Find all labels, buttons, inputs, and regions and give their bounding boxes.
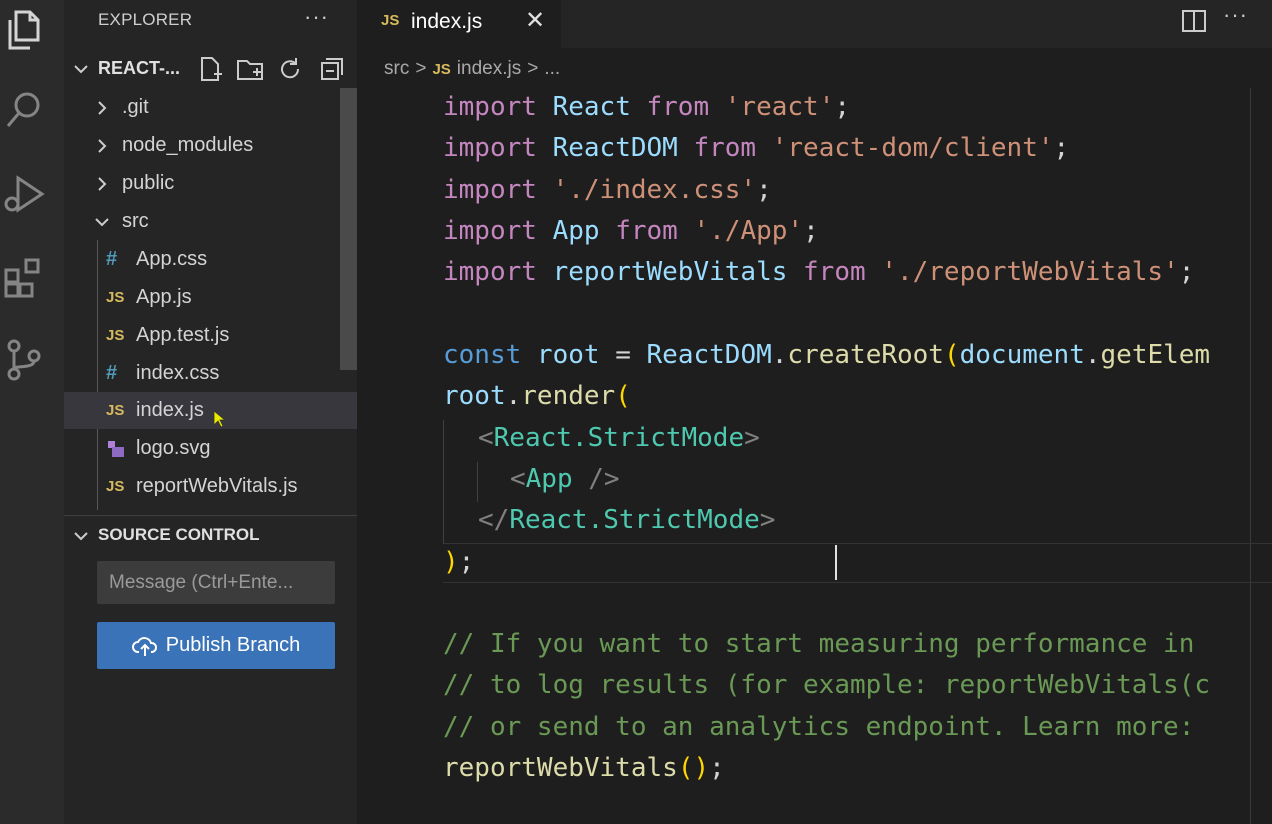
explorer-title: EXPLORER bbox=[98, 10, 193, 29]
tree-item-app-js[interactable]: JS App.js bbox=[64, 279, 340, 316]
js-file-icon: JS bbox=[106, 327, 125, 344]
tree-item-label: src bbox=[122, 210, 149, 232]
chevron-down-icon[interactable] bbox=[72, 60, 90, 78]
tree-item-label: index.js bbox=[136, 399, 204, 421]
tree-item-label: logo.svg bbox=[136, 437, 211, 459]
mouse-cursor-icon bbox=[213, 410, 224, 428]
code-line[interactable]: import './index.css'; bbox=[443, 175, 772, 205]
section-divider bbox=[64, 515, 357, 516]
js-file-icon: JS bbox=[432, 60, 451, 78]
tree-item-node-modules[interactable]: node_modules bbox=[64, 127, 340, 164]
sidebar-scrollbar[interactable] bbox=[340, 88, 357, 370]
refresh-icon[interactable] bbox=[276, 55, 304, 83]
tree-item-git[interactable]: .git bbox=[64, 89, 340, 126]
text-cursor bbox=[835, 545, 837, 580]
tree-item-logo-svg[interactable]: logo.svg bbox=[64, 430, 340, 467]
cloud-upload-icon bbox=[131, 636, 157, 656]
tree-item-label: public bbox=[122, 172, 175, 194]
new-file-icon[interactable] bbox=[196, 55, 224, 83]
tree-item-label: App.test.js bbox=[136, 324, 230, 346]
chevron-down-icon[interactable] bbox=[72, 527, 90, 545]
tree-item-label: index.css bbox=[136, 362, 220, 384]
tree-item-label: App.css bbox=[136, 248, 208, 270]
tree-item-label: .git bbox=[122, 96, 149, 118]
publish-branch-button[interactable]: Publish Branch bbox=[97, 622, 335, 669]
tree-item-src[interactable]: src bbox=[64, 203, 340, 240]
js-file-icon: JS bbox=[381, 12, 400, 29]
tree-item-app-test-js[interactable]: JS App.test.js bbox=[64, 317, 340, 354]
tab-label: index.js bbox=[411, 10, 483, 33]
breadcrumb-separator: > bbox=[527, 58, 539, 79]
tab-bar: JS index.js ✕ ··· bbox=[357, 0, 1272, 48]
chevron-right-icon bbox=[98, 100, 107, 115]
activity-bar bbox=[0, 0, 64, 824]
code-line[interactable]: import React from 'react'; bbox=[443, 92, 851, 122]
tree-item-index-js[interactable]: JS index.js bbox=[64, 392, 357, 429]
source-control-title[interactable]: SOURCE CONTROL bbox=[98, 525, 260, 544]
collapse-all-icon[interactable] bbox=[318, 55, 346, 83]
code-line[interactable]: const root = ReactDOM.createRoot(documen… bbox=[443, 340, 1211, 370]
code-line[interactable]: import App from './App'; bbox=[443, 216, 819, 246]
explorer-more-icon[interactable]: ··· bbox=[304, 4, 329, 29]
tree-item-label: reportWebVitals.js bbox=[136, 475, 298, 497]
tree-indent-guide bbox=[97, 240, 98, 510]
extensions-icon[interactable] bbox=[0, 254, 48, 302]
js-file-icon: JS bbox=[106, 402, 125, 419]
breadcrumb-symbol[interactable]: ... bbox=[544, 58, 561, 79]
indent-guide bbox=[477, 462, 478, 502]
tree-item-public[interactable]: public bbox=[64, 165, 340, 202]
chevron-right-icon bbox=[98, 138, 107, 153]
chevron-right-icon bbox=[98, 176, 107, 191]
tree-item-app-css[interactable]: # App.css bbox=[64, 241, 340, 278]
commit-message-input[interactable] bbox=[97, 561, 335, 604]
code-line[interactable]: <App /> bbox=[510, 464, 620, 494]
new-folder-icon[interactable] bbox=[236, 55, 264, 83]
editor-more-icon[interactable]: ··· bbox=[1223, 2, 1248, 27]
editor: JS index.js ✕ ··· src > JS index.js > ..… bbox=[357, 0, 1272, 824]
code-line[interactable]: import ReactDOM from 'react-dom/client'; bbox=[443, 133, 1070, 163]
breadcrumb: src > JS index.js > ... bbox=[384, 58, 560, 80]
split-editor-icon[interactable] bbox=[1181, 8, 1207, 34]
code-line[interactable]: import reportWebVitals from './reportWeb… bbox=[443, 257, 1195, 287]
explorer-icon[interactable] bbox=[0, 6, 48, 54]
code-comment-line[interactable]: // or send to an analytics endpoint. Lea… bbox=[443, 712, 1195, 742]
indent-guide bbox=[443, 420, 444, 544]
chevron-down-icon bbox=[95, 217, 109, 226]
tree-item-label: node_modules bbox=[122, 134, 254, 156]
editor-ruler bbox=[1250, 88, 1251, 824]
close-icon[interactable]: ✕ bbox=[525, 7, 546, 34]
code-comment-line[interactable]: // If you want to start measuring perfor… bbox=[443, 629, 1195, 659]
code-comment-line[interactable]: // to log results (for example: reportWe… bbox=[443, 670, 1211, 700]
breadcrumb-src[interactable]: src bbox=[384, 58, 410, 79]
css-file-icon: # bbox=[106, 248, 118, 270]
js-file-icon: JS bbox=[106, 289, 125, 306]
run-debug-icon[interactable] bbox=[0, 170, 48, 218]
tree-item-index-css[interactable]: # index.css bbox=[64, 355, 340, 392]
project-name[interactable]: REACT-... bbox=[98, 58, 181, 78]
code-line[interactable]: </React.StrictMode> bbox=[478, 505, 776, 535]
breadcrumb-file[interactable]: index.js bbox=[456, 58, 522, 79]
tree-item-label: App.js bbox=[136, 286, 192, 308]
code-line[interactable]: <React.StrictMode> bbox=[478, 423, 760, 453]
css-file-icon: # bbox=[106, 362, 118, 384]
code-line[interactable]: reportWebVitals(); bbox=[443, 753, 725, 783]
tab-index-js[interactable]: JS index.js ✕ bbox=[357, 0, 561, 48]
breadcrumb-separator: > bbox=[415, 58, 427, 79]
source-control-icon[interactable] bbox=[0, 336, 48, 384]
search-icon[interactable] bbox=[0, 86, 48, 134]
publish-branch-label: Publish Branch bbox=[165, 634, 301, 656]
svg-file-icon bbox=[108, 440, 124, 457]
tree-item-report-web-vitals-js[interactable]: JS reportWebVitals.js bbox=[64, 468, 340, 505]
current-line-highlight bbox=[443, 543, 1272, 583]
code-line[interactable]: root.render( bbox=[443, 381, 631, 411]
sidebar: EXPLORER ··· REACT-... .git node_modules… bbox=[64, 0, 357, 824]
code-line[interactable]: ); bbox=[443, 547, 475, 577]
js-file-icon: JS bbox=[106, 478, 125, 495]
